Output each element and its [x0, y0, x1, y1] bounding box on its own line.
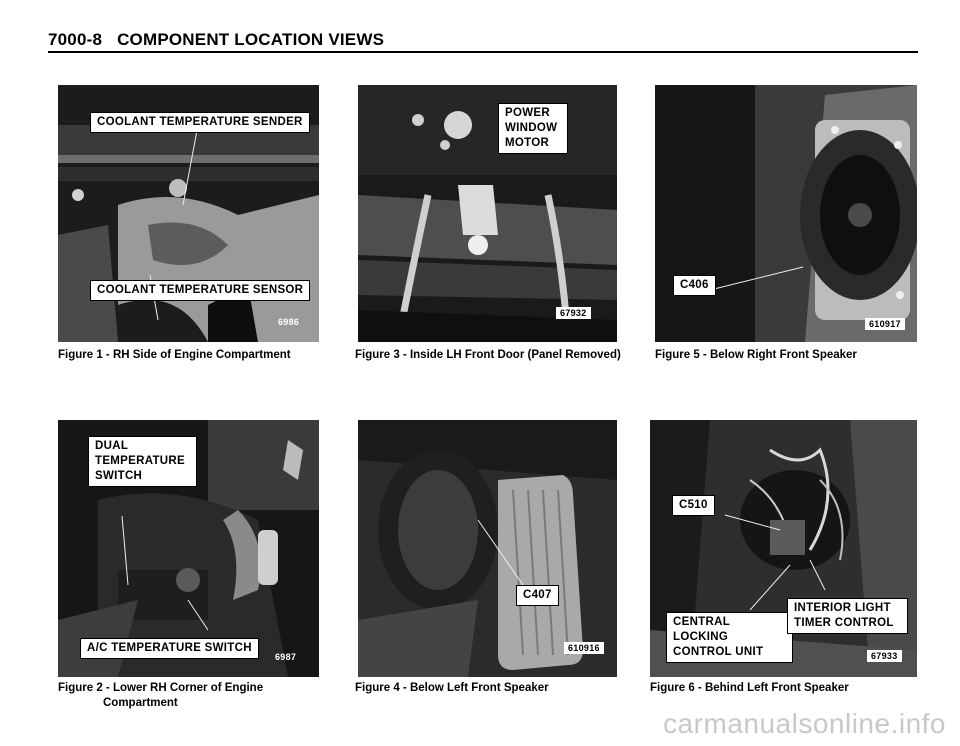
coolant-temperature-sender-label: COOLANT TEMPERATURE SENDER: [90, 112, 310, 133]
figure-6-caption: Figure 6 - Behind Left Front Speaker: [650, 682, 849, 694]
dual-temperature-switch-label: DUAL TEMPERATURE SWITCH: [88, 436, 197, 487]
figure-2-photo: DUAL TEMPERATURE SWITCH A/C TEMPERATURE …: [58, 420, 319, 677]
figure-1-number: 6986: [278, 317, 300, 327]
power-window-motor-line-3: MOTOR: [505, 137, 550, 149]
ac-temperature-switch-label: A/C TEMPERATURE SWITCH: [80, 638, 259, 659]
central-locking-control-unit-label: CENTRAL LOCKING CONTROL UNIT: [666, 612, 793, 663]
c406-label: C406: [673, 275, 716, 296]
figure-6-number: 67933: [867, 650, 902, 662]
figure-5-number: 610917: [865, 318, 905, 330]
figure-1-photo: COOLANT TEMPERATURE SENDER COOLANT TEMPE…: [58, 85, 319, 342]
figure-6-photo: C510 CENTRAL LOCKING CONTROL UNIT INTERI…: [650, 420, 917, 677]
figure-4-number: 610916: [564, 642, 604, 654]
power-window-motor-line-1: POWER: [505, 107, 550, 119]
figure-2-number: 6987: [275, 652, 297, 662]
figure-3-number: 67932: [556, 307, 591, 319]
interior-light-line-1: INTERIOR LIGHT: [794, 602, 891, 614]
figure-4-photo: C407 610916: [358, 420, 617, 677]
dual-temperature-switch-line-3: SWITCH: [95, 470, 143, 482]
dual-temperature-switch-line-2: TEMPERATURE: [95, 455, 185, 467]
interior-light-line-2: TIMER CONTROL: [794, 617, 894, 629]
dual-temperature-switch-line-1: DUAL: [95, 440, 129, 452]
figure-5-caption: Figure 5 - Below Right Front Speaker: [655, 349, 857, 361]
figure-2-caption: Figure 2 - Lower RH Corner of Engine Com…: [58, 681, 263, 711]
power-window-motor-line-2: WINDOW: [505, 122, 558, 134]
section-code: 7000-8: [48, 30, 103, 49]
c407-label: C407: [516, 585, 559, 606]
page-title: COMPONENT LOCATION VIEWS: [117, 30, 385, 49]
central-locking-line-2: CONTROL UNIT: [673, 646, 764, 658]
page-header: 7000-8 COMPONENT LOCATION VIEWS: [48, 30, 384, 50]
c510-label: C510: [672, 495, 715, 516]
figure-1-caption: Figure 1 - RH Side of Engine Compartment: [58, 349, 291, 361]
central-locking-line-1: CENTRAL LOCKING: [673, 616, 730, 643]
interior-light-timer-control-label: INTERIOR LIGHT TIMER CONTROL: [787, 598, 908, 634]
figure-2-caption-line-1: Figure 2 - Lower RH Corner of Engine: [58, 682, 264, 694]
coolant-temperature-sensor-label: COOLANT TEMPERATURE SENSOR: [90, 280, 311, 301]
figure-3-caption: Figure 3 - Inside LH Front Door (Panel R…: [355, 349, 621, 361]
figure-2-caption-line-2: Compartment: [103, 697, 178, 709]
header-rule: [48, 51, 918, 53]
figure-5-photo: C406 610917: [655, 85, 917, 342]
figure-4-caption: Figure 4 - Below Left Front Speaker: [355, 682, 549, 694]
figure-3-photo: POWER WINDOW MOTOR 67932: [358, 85, 617, 342]
power-window-motor-label: POWER WINDOW MOTOR: [498, 103, 568, 154]
watermark: carmanualsonline.info: [663, 708, 946, 739]
